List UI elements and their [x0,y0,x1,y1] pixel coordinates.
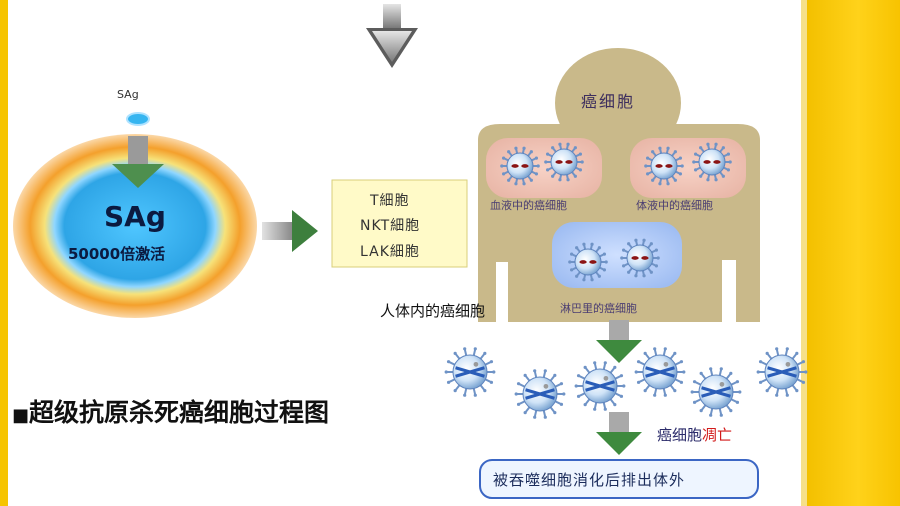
left-yellow-band [0,0,8,506]
cancer-cell-icon [620,238,660,278]
sag-big-label: SAg [104,200,166,233]
cancer-cell-icon [568,242,608,282]
dying-cell-icon [574,361,626,411]
body-fluid-label: 体液中的癌细胞 [636,199,713,212]
sag-activation-ring [13,134,257,318]
right-band-edge [801,0,807,506]
blood-panel [486,138,602,198]
apoptosis-arrow-2 [596,412,642,455]
cancer-title: 癌细胞 [581,92,636,111]
cancer-cells-group [500,142,732,282]
caption-text: 超级抗原杀死癌细胞过程图 [29,398,330,427]
dying-cell-icon [514,369,566,419]
sag-small-label: SAg [117,88,139,101]
caption-bullet-icon: ■ [12,405,30,426]
result-label: 被吞噬细胞消化后排出体外 [493,471,686,489]
nkt-cell-label: NKT細胞 [360,218,421,234]
dying-cells-group [444,347,808,419]
apoptosis-arrow-1 [596,320,642,363]
blood-label: 血液中的癌细胞 [490,199,567,212]
cancer-cell-icon [692,142,732,182]
in-body-label: 人体内的癌细胞 [380,302,486,320]
cancer-cell-icon [500,146,540,186]
lak-cell-label: LAK細胞 [360,244,420,260]
dying-cell-icon [756,347,808,397]
result-box [479,459,759,499]
dying-cell-icon [690,367,742,417]
apoptosis-suffix: 凋亡 [702,426,733,444]
dying-cell-icon [634,347,686,397]
top-down-arrow [366,4,418,68]
sag-down-arrow [112,136,164,188]
cancer-cell-icon [644,146,684,186]
apoptosis-label: 癌细胞凋亡 [657,424,732,445]
sag-small-dot [126,112,150,126]
activation-label: 50000倍激活 [68,245,166,263]
caption: ■超级抗原杀死癌细胞过程图 [12,393,329,429]
body-fluid-panel [630,138,746,198]
apoptosis-prefix: 癌细胞 [657,426,703,444]
to-t-cells-arrow [262,210,318,252]
dying-cell-icon [444,347,496,397]
t-cell-label: T細胞 [370,193,410,209]
t-cells-box [331,179,468,268]
right-yellow-band [807,0,900,506]
lymph-label: 淋巴里的癌细胞 [560,302,637,315]
cancer-cell-icon [544,142,584,182]
